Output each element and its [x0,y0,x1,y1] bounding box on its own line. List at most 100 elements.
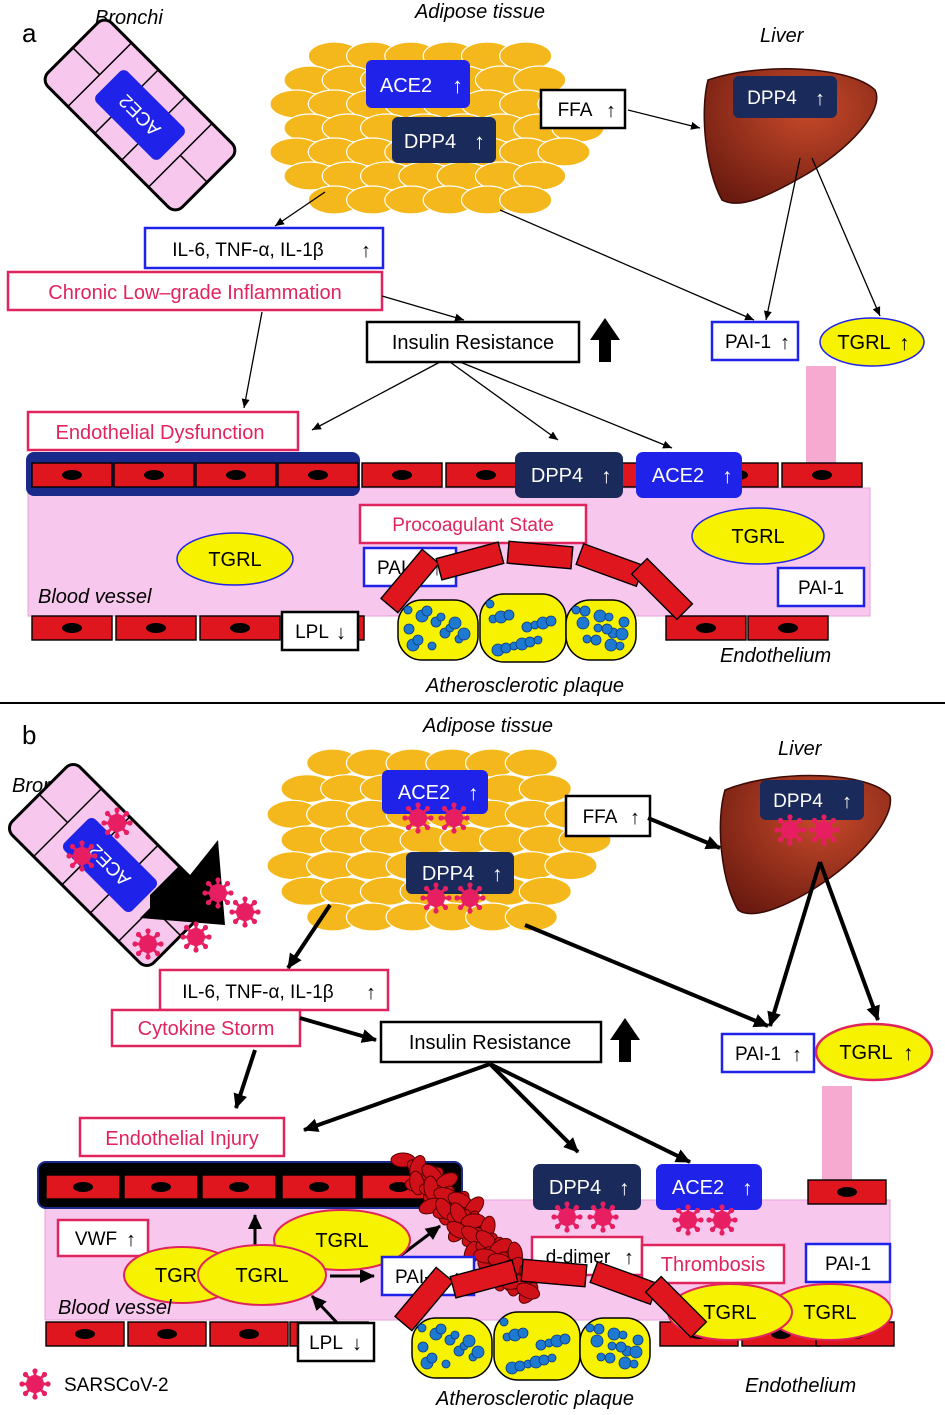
red-blood-cell [516,1282,541,1300]
virus-icon [704,1202,740,1238]
cell-nucleus [239,1329,259,1339]
virus-icon [436,800,472,836]
adipocyte [518,774,572,804]
thrombosis-label: Thrombosis [661,1254,765,1276]
insulin-resistance-label: Insulin Resistance [409,1032,571,1054]
adipocyte [518,876,572,906]
up-arrow-icon: ↑ [722,465,733,488]
cytokines-box [143,226,385,270]
virus-release-arrow [140,840,225,925]
lipid-droplet [436,612,446,622]
lpl-box [296,1321,376,1363]
lpl-label: LPL [309,1333,343,1354]
lipid-droplet [450,1330,460,1340]
lipid-droplet [517,1327,529,1339]
lipid-droplet [521,621,533,633]
arrows-panel-b [233,816,880,1164]
tgrl-label: TGRL [803,1302,856,1324]
lipid-droplet [426,1352,438,1364]
ace2-vessel-box [656,1164,762,1210]
lipid-droplet [615,1341,627,1353]
lipid-droplet [441,1359,451,1369]
lipid-droplet [593,609,607,623]
virus-icon [452,880,488,916]
lipid-droplet [545,615,557,627]
bronchi-tube: ACE2 [43,18,237,212]
tgrl-label: TGR [155,1265,197,1287]
up-arrow-icon: ↑ [815,88,825,110]
liver-label: Liver [760,25,805,47]
pai1-right-box [804,1242,892,1284]
up-arrow-icon: ↑ [474,129,485,154]
dpp4-vessel-box [533,1164,641,1210]
liver-label: Liver [778,738,823,760]
virus-icon [806,812,842,848]
lipid-droplet [576,616,590,630]
pai1-right-label: PAI-1 [798,578,844,599]
endothelial-cell [435,541,505,581]
tgrl-label: TGRL [315,1230,368,1252]
virus-icon [64,838,100,874]
atherosclerotic-plaque [394,1258,708,1381]
lipid-droplet [403,605,413,615]
dpp4-adipose-box [392,117,496,163]
adipocyte [499,185,553,215]
virus-icon [585,1199,621,1235]
cell-nucleus [229,1182,249,1192]
lipid-droplet [499,1317,509,1327]
lipid-droplet [601,623,613,635]
tgrl-liver-ellipse [814,1022,934,1082]
tgrl-right-ellipse [691,507,825,565]
inflammation-label: Chronic Low–grade Inflammation [48,282,342,304]
lipid-droplet [607,1327,621,1341]
virus-icon [227,894,263,930]
thrombus [390,1152,542,1304]
up-arrow-icon: ↑ [492,863,503,886]
lipid-droplet [632,1334,644,1346]
cytokine-storm-box [110,1008,302,1048]
pai1-liver-box [720,1032,816,1074]
lipid-droplet [417,1341,429,1353]
tgrl-vessel-ellipse [176,532,294,586]
lipid-droplet [403,623,415,635]
up-arrow-icon: ↑ [780,332,790,354]
lipid-droplet [590,634,602,646]
lipid-droplet [604,612,614,622]
adipocyte [504,748,558,778]
pai1-liver-label: PAI-1 [725,332,771,353]
lipid-droplet [535,1339,547,1351]
ffa-box [564,794,652,838]
up-arrow-icon: ↑ [903,1042,914,1065]
lipid-droplet [593,1323,605,1335]
cell-nucleus [75,1329,95,1339]
up-arrow-icon: ↑ [601,465,612,488]
endothelial-cell [506,540,574,570]
lipid-droplet [524,636,536,648]
adipocyte [504,902,558,932]
adipocyte [544,851,598,881]
lipid-droplet [435,1323,447,1335]
lipid-droplet [590,1334,604,1348]
up-arrow-icon: ↑ [366,982,376,1004]
blood-vessel-label: Blood vessel [38,586,152,608]
lpl-box [280,610,360,652]
cytokines-label: IL-6, TNF-α, IL-1β [182,982,333,1003]
lipid-droplet [618,1330,628,1340]
vwf-label: VWF [75,1229,117,1250]
cell-nucleus [73,1182,93,1192]
lpl-label: LPL [295,622,329,643]
adipose-label: Adipose tissue [422,715,553,737]
virus-icon [418,880,454,916]
dpp4-liver: DPP4 [747,88,797,109]
inflammation-box [6,270,384,312]
ace2-adipose: ACE2 [398,782,450,804]
tgrl-liver-ellipse [819,317,925,367]
ace2-vessel: ACE2 [652,465,704,487]
lipid-droplet [462,1334,476,1348]
lipid-droplet [538,1354,550,1366]
lipid-droplet [604,638,618,652]
endothelial-cell [644,1275,708,1339]
legend-label: SARSCoV-2 [64,1375,169,1396]
endothelium-label: Endothelium [745,1375,856,1397]
cytokine-storm-label: Cytokine Storm [138,1018,275,1040]
